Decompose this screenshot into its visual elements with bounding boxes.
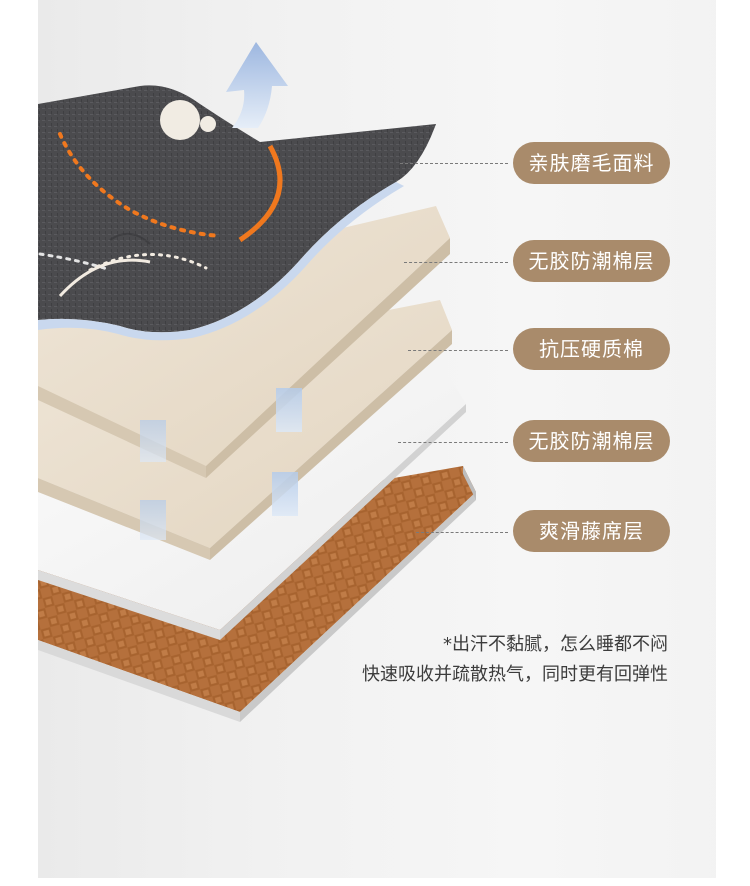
left-margin bbox=[0, 0, 38, 886]
layer-label-3: 抗压硬质棉 bbox=[513, 328, 670, 370]
bottom-margin bbox=[0, 878, 750, 886]
right-margin bbox=[716, 0, 750, 886]
leader-line-5 bbox=[416, 532, 508, 533]
leader-line-4 bbox=[398, 442, 508, 443]
layer-label-2: 无胶防潮棉层 bbox=[513, 240, 670, 282]
leader-line-3 bbox=[408, 350, 508, 351]
caption-line-1: *出汗不黏腻，怎么睡都不闷 bbox=[443, 634, 668, 655]
airflow-arrow-icon bbox=[226, 42, 288, 128]
layer-label-1: 亲肤磨毛面料 bbox=[513, 142, 670, 184]
moisture-cotton-layer bbox=[38, 206, 450, 478]
brushed-fabric-layer bbox=[38, 85, 436, 341]
caption-line-2: 快速吸收并疏散热气，同时更有回弹性 bbox=[362, 664, 668, 685]
layer-label-5: 爽滑藤席层 bbox=[513, 510, 670, 552]
leader-line-1 bbox=[400, 163, 508, 164]
layer-label-4: 无胶防潮棉层 bbox=[513, 420, 670, 462]
leader-line-2 bbox=[404, 262, 508, 263]
